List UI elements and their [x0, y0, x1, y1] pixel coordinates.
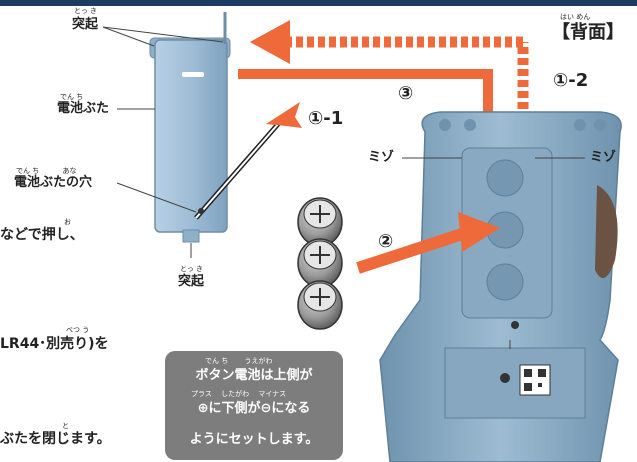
ruby-toki-top: とっ き	[74, 7, 98, 15]
note-line-1: ボタン電池は上側が	[195, 368, 313, 383]
arrow-step-1-1	[266, 102, 302, 128]
label-step-3: ③	[398, 83, 414, 104]
label-mizo-right: ミゾ	[590, 150, 617, 165]
ruby-denchi-buta: でん ち	[60, 93, 84, 101]
instruction-line-3: ぶたを閉じます。	[0, 431, 111, 447]
ruby-back-side: はい めん	[560, 13, 591, 21]
note-ruby-1: でん ち うえがわ	[205, 357, 273, 365]
label-mizo-left: ミゾ	[368, 150, 395, 165]
label-denchi-buta: 電池ぶた	[57, 101, 110, 116]
ruby-instruction-2: べつ う	[66, 326, 90, 334]
label-back-side: 【背面】	[552, 22, 624, 43]
battery-orientation-note: でん ち うえがわ ボタン電池は上側が プラス したがわ マイナス ⊕に下側が⊖…	[165, 351, 343, 460]
arrow-step-1-2	[250, 20, 529, 120]
instruction-line-2: LR44･別売り)を	[0, 336, 109, 352]
ruby-instruction-3: と	[62, 422, 69, 430]
note-line-2: ⊕に下側が⊖になる	[197, 401, 311, 416]
label-step-1-2: ①-2	[553, 70, 589, 91]
battery-2	[297, 238, 343, 288]
label-toki-bottom: 突起	[178, 274, 205, 289]
instruction-line-1: などで押し、	[0, 227, 84, 243]
header-bar	[0, 0, 637, 6]
label-step-2: ②	[378, 231, 394, 252]
leader-lines	[102, 26, 585, 349]
label-toki-top: 突起	[72, 17, 99, 32]
button-batteries	[297, 197, 343, 330]
note-ruby-2: プラス したがわ マイナス	[191, 390, 287, 398]
ruby-toki-bottom: とっ き	[180, 265, 204, 273]
arrow-step-2	[356, 212, 500, 274]
label-step-1-1: ①-1	[308, 108, 344, 129]
ruby-denchi-buta-ana: でん ち あな	[16, 167, 77, 175]
battery-3	[297, 280, 343, 330]
label-denchi-buta-ana: 電池ぶたの穴	[14, 175, 93, 190]
ruby-instruction-1: お	[64, 218, 71, 226]
device-back	[379, 111, 622, 462]
battery-cover	[149, 12, 231, 243]
battery-1	[297, 197, 343, 247]
note-line-3: ようにセットします。	[189, 432, 319, 447]
tool-line	[194, 121, 281, 220]
